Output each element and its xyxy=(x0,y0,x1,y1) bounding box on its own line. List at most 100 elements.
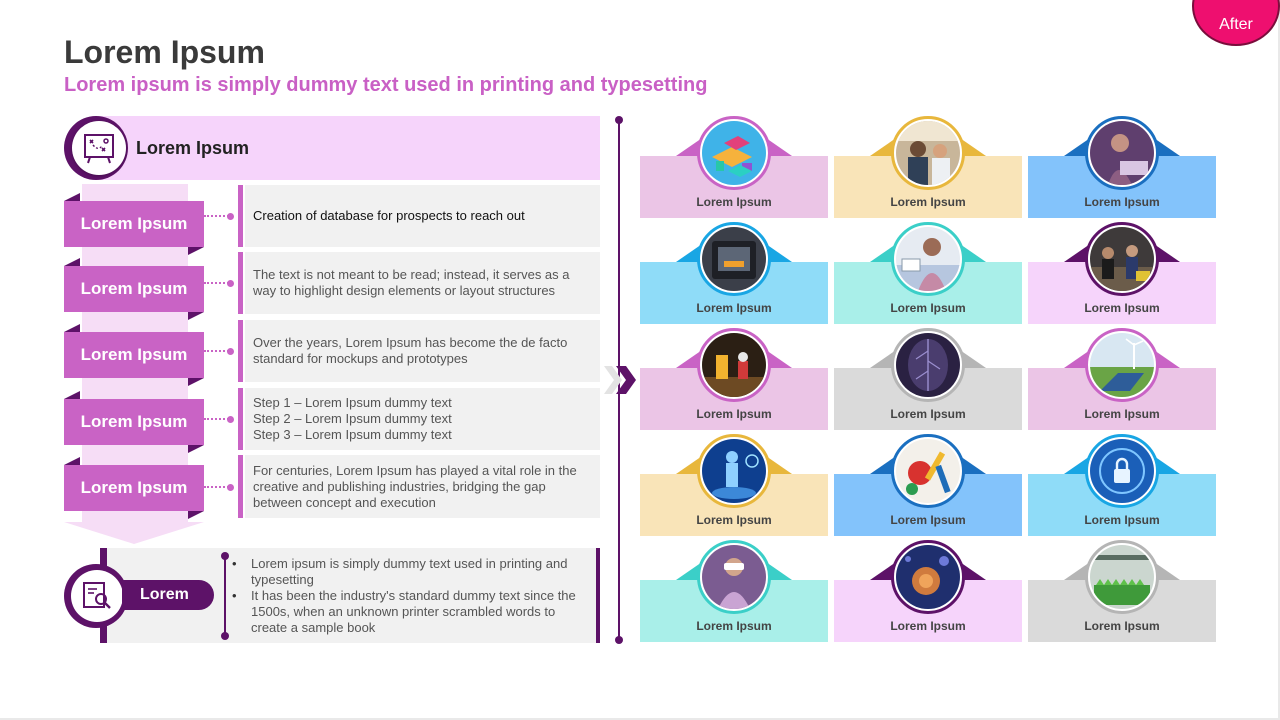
card-photo xyxy=(702,333,766,397)
step-fold xyxy=(188,247,204,255)
card-photo-ring xyxy=(891,222,965,296)
card-photo xyxy=(896,227,960,291)
workshop-team-photo xyxy=(1090,227,1154,291)
step-text: Over the years, Lorem Ipsum has become t… xyxy=(253,335,592,367)
step-connector xyxy=(204,215,232,217)
step-fold xyxy=(188,378,204,386)
people-office-photo xyxy=(896,121,960,185)
card-photo-ring xyxy=(697,116,771,190)
page-subtitle: Lorem ipsum is simply dummy text used in… xyxy=(64,74,708,96)
card-label: Lorem Ipsum xyxy=(890,619,966,633)
left-header-icon-holder xyxy=(72,121,126,175)
step-text-line: Step 2 – Lorem Ipsum dummy text xyxy=(253,411,452,426)
leaf-network-photo xyxy=(896,333,960,397)
bottom-pill-label: Lorem xyxy=(122,580,214,610)
card-photo xyxy=(896,121,960,185)
step-connector-dot xyxy=(227,213,234,220)
step-description: For centuries, Lorem Ipsum has played a … xyxy=(245,455,600,518)
card-photo xyxy=(896,439,960,503)
step-label: Lorem Ipsum xyxy=(64,332,204,378)
step-accent-line xyxy=(238,388,243,450)
3d-printer-photo xyxy=(702,227,766,291)
card-label: Lorem Ipsum xyxy=(1084,195,1160,209)
page-title: Lorem Ipsum xyxy=(64,34,265,70)
after-badge-label: After xyxy=(1219,16,1253,33)
card-photo-ring xyxy=(1085,540,1159,614)
card-photo-ring xyxy=(697,222,771,296)
divider-dot-top xyxy=(615,116,623,124)
vr-headset-photo xyxy=(702,545,766,609)
card-photo-ring xyxy=(1085,116,1159,190)
step-connector xyxy=(204,350,232,352)
step-text-content: Over the years, Lorem Ipsum has become t… xyxy=(253,335,568,366)
card-photo xyxy=(896,333,960,397)
step-accent-line xyxy=(238,320,243,382)
bottom-connector-dot xyxy=(221,552,229,560)
bottom-connector-line xyxy=(224,556,226,636)
woman-laptop-photo xyxy=(1090,121,1154,185)
step-fold xyxy=(64,457,80,465)
step-fold xyxy=(64,391,80,399)
step-connector-dot xyxy=(227,416,234,423)
card-photo-ring xyxy=(891,116,965,190)
isometric-city-photo xyxy=(702,121,766,185)
step-label: Lorem Ipsum xyxy=(64,201,204,247)
step-description: Creation of database for prospects to re… xyxy=(245,185,600,247)
bottom-bullet-list: Lorem ipsum is simply dummy text used in… xyxy=(232,556,592,636)
step-connector-dot xyxy=(227,348,234,355)
step-fold xyxy=(188,511,204,519)
card-photo-ring xyxy=(891,434,965,508)
step-fold xyxy=(64,193,80,201)
step-label: Lorem Ipsum xyxy=(64,399,204,445)
card-photo xyxy=(702,227,766,291)
bottom-icon-holder xyxy=(71,570,123,622)
strategy-board-icon xyxy=(84,134,114,164)
card-photo xyxy=(702,439,766,503)
step-text-content: The text is not meant to be read; instea… xyxy=(253,267,570,298)
card-photo xyxy=(896,545,960,609)
card-label: Lorem Ipsum xyxy=(890,301,966,315)
step-label: Lorem Ipsum xyxy=(64,266,204,312)
card-label: Lorem Ipsum xyxy=(890,407,966,421)
card-photo xyxy=(1090,439,1154,503)
step-text-line: Step 3 – Lorem Ipsum dummy text xyxy=(253,427,452,442)
step-description: Over the years, Lorem Ipsum has become t… xyxy=(245,320,600,382)
card-label: Lorem Ipsum xyxy=(696,301,772,315)
chess-pieces-photo xyxy=(702,333,766,397)
bottom-connector-dot xyxy=(221,632,229,640)
card-label: Lorem Ipsum xyxy=(890,513,966,527)
step-text-line: Step 1 – Lorem Ipsum dummy text xyxy=(253,395,452,410)
divider-dot-bottom xyxy=(615,636,623,644)
digital-human-photo xyxy=(702,439,766,503)
step-label: Lorem Ipsum xyxy=(64,465,204,511)
card-label: Lorem Ipsum xyxy=(1084,407,1160,421)
card-photo xyxy=(1090,121,1154,185)
card-photo xyxy=(1090,227,1154,291)
step-text-content: For centuries, Lorem Ipsum has played a … xyxy=(253,462,577,510)
card-label: Lorem Ipsum xyxy=(696,513,772,527)
step-fold xyxy=(188,445,204,453)
paint-brushes-photo xyxy=(896,439,960,503)
step-connector xyxy=(204,485,232,488)
step-connector xyxy=(204,418,232,420)
step-accent-line xyxy=(238,185,243,247)
card-label: Lorem Ipsum xyxy=(696,619,772,633)
bottom-bullet: It has been the industry's standard dumm… xyxy=(232,588,592,636)
left-header-bar xyxy=(100,116,600,180)
card-label: Lorem Ipsum xyxy=(696,407,772,421)
step-fold xyxy=(64,324,80,332)
card-photo xyxy=(702,545,766,609)
card-photo-ring xyxy=(1085,328,1159,402)
step-connector-dot xyxy=(227,280,234,287)
step-connector-dot xyxy=(227,483,234,491)
chevron-right-icon xyxy=(604,366,636,394)
card-photo xyxy=(702,121,766,185)
card-photo-ring xyxy=(697,328,771,402)
card-label: Lorem Ipsum xyxy=(1084,301,1160,315)
bottom-bullet: Lorem ipsum is simply dummy text used in… xyxy=(232,556,592,588)
step-accent-line xyxy=(238,252,243,314)
step-text: For centuries, Lorem Ipsum has played a … xyxy=(253,463,592,511)
